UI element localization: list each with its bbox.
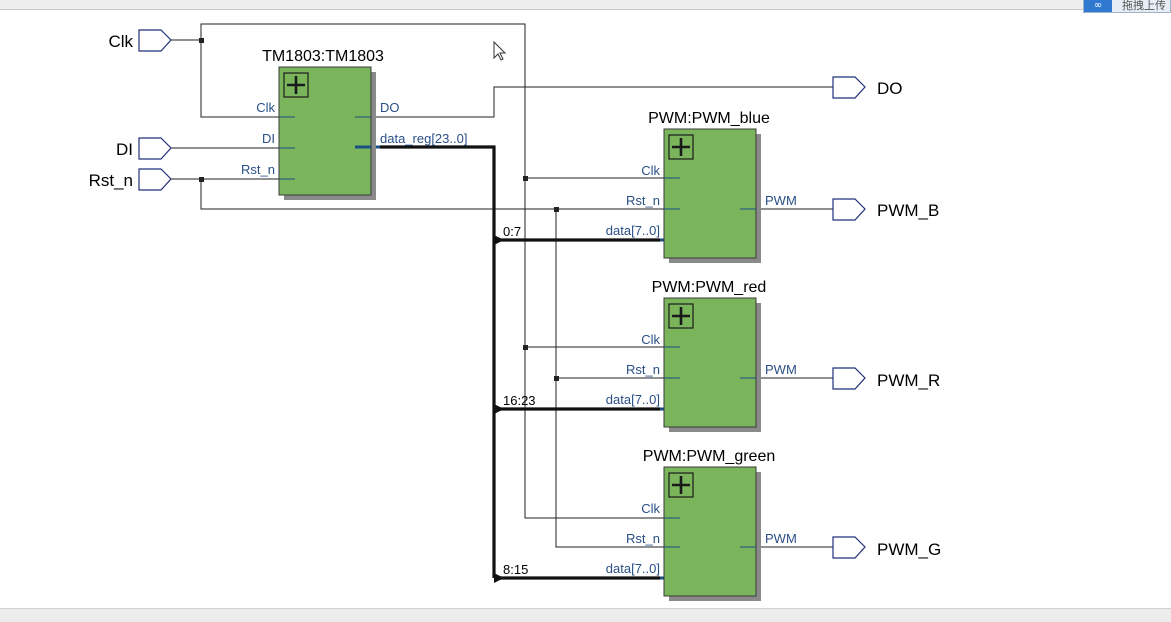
bus-tap-arrow-green <box>494 573 504 583</box>
input-port-clk[interactable]: Clk <box>108 29 172 52</box>
pin-label-data: data[7..0] <box>606 392 660 407</box>
pin-label-data: data[7..0] <box>606 223 660 238</box>
block-pwm-blue[interactable]: PWM:PWM_blue Clk Rst_n data[7..0] PWM <box>606 110 797 263</box>
block-tm1803[interactable]: TM1803:TM1803 Clk DI Rst_n DO data_reg[2… <box>241 48 467 200</box>
schematic-canvas: 0:7 16:23 8:15 Clk DI Rst_n DO PWM_B PWM… <box>89 23 941 601</box>
port-label-di: DI <box>116 140 133 159</box>
pin-label-pwm: PWM <box>765 362 797 377</box>
pin-label-pwm: PWM <box>765 531 797 546</box>
block-pwm-red[interactable]: PWM:PWM_red Clk Rst_n data[7..0] PWM <box>606 279 797 432</box>
mouse-cursor-icon <box>493 40 507 61</box>
port-label-clk: Clk <box>108 32 133 51</box>
expand-icon[interactable] <box>668 303 694 329</box>
port-label-pwm-r: PWM_R <box>877 371 940 390</box>
pin-label-rst-n: Rst_n <box>626 362 660 377</box>
output-port-pwm-g[interactable]: PWM_G <box>832 536 941 559</box>
output-port-pwm-b[interactable]: PWM_B <box>832 198 939 221</box>
input-port-di[interactable]: DI <box>116 137 172 160</box>
bus-slice-blue: 0:7 <box>503 224 521 239</box>
horizontal-scrollbar[interactable] <box>0 608 1171 622</box>
expand-icon[interactable] <box>668 134 694 160</box>
block-title-pwm-blue: PWM:PWM_blue <box>648 110 770 127</box>
port-label-rst-n: Rst_n <box>89 171 133 190</box>
output-port-do[interactable]: DO <box>832 76 903 99</box>
output-port-pwm-r[interactable]: PWM_R <box>832 367 940 390</box>
pin-label-rst-n: Rst_n <box>241 162 275 177</box>
pin-label-clk: Clk <box>256 100 275 115</box>
block-body <box>663 297 757 428</box>
port-label-pwm-b: PWM_B <box>877 201 939 220</box>
pin-label-rst-n: Rst_n <box>626 193 660 208</box>
junction-dots <box>199 38 559 381</box>
block-pwm-green[interactable]: PWM:PWM_green Clk Rst_n data[7..0] PWM <box>606 448 797 601</box>
input-port-rst-n[interactable]: Rst_n <box>89 168 172 191</box>
pin-label-di: DI <box>262 131 275 146</box>
port-label-pwm-g: PWM_G <box>877 540 941 559</box>
pin-label-clk: Clk <box>641 501 660 516</box>
wires <box>171 23 833 548</box>
bus-slice-red: 16:23 <box>503 393 536 408</box>
pin-label-clk: Clk <box>641 332 660 347</box>
block-title-pwm-red: PWM:PWM_red <box>652 279 767 296</box>
cloud-link-icon: ∞ <box>1084 0 1112 12</box>
pin-label-do: DO <box>380 100 400 115</box>
pin-label-clk: Clk <box>641 163 660 178</box>
top-toolbar-strip <box>0 0 1171 10</box>
block-title-pwm-green: PWM:PWM_green <box>643 448 775 465</box>
pin-label-rst-n: Rst_n <box>626 531 660 546</box>
bus-slice-green: 8:15 <box>503 562 528 577</box>
bus-tap-arrow-blue <box>494 235 504 245</box>
pin-label-pwm: PWM <box>765 193 797 208</box>
port-label-do: DO <box>877 79 903 98</box>
expand-icon[interactable] <box>283 72 309 98</box>
upload-button-label: 拖拽上传 <box>1122 0 1166 12</box>
pin-label-data: data[7..0] <box>606 561 660 576</box>
expand-icon[interactable] <box>668 472 694 498</box>
bus-tap-arrow-red <box>494 404 504 414</box>
pin-label-data-reg: data_reg[23..0] <box>380 131 467 146</box>
upload-button[interactable]: ∞ 拖拽上传 <box>1083 0 1171 13</box>
block-title-tm1803: TM1803:TM1803 <box>262 48 384 65</box>
